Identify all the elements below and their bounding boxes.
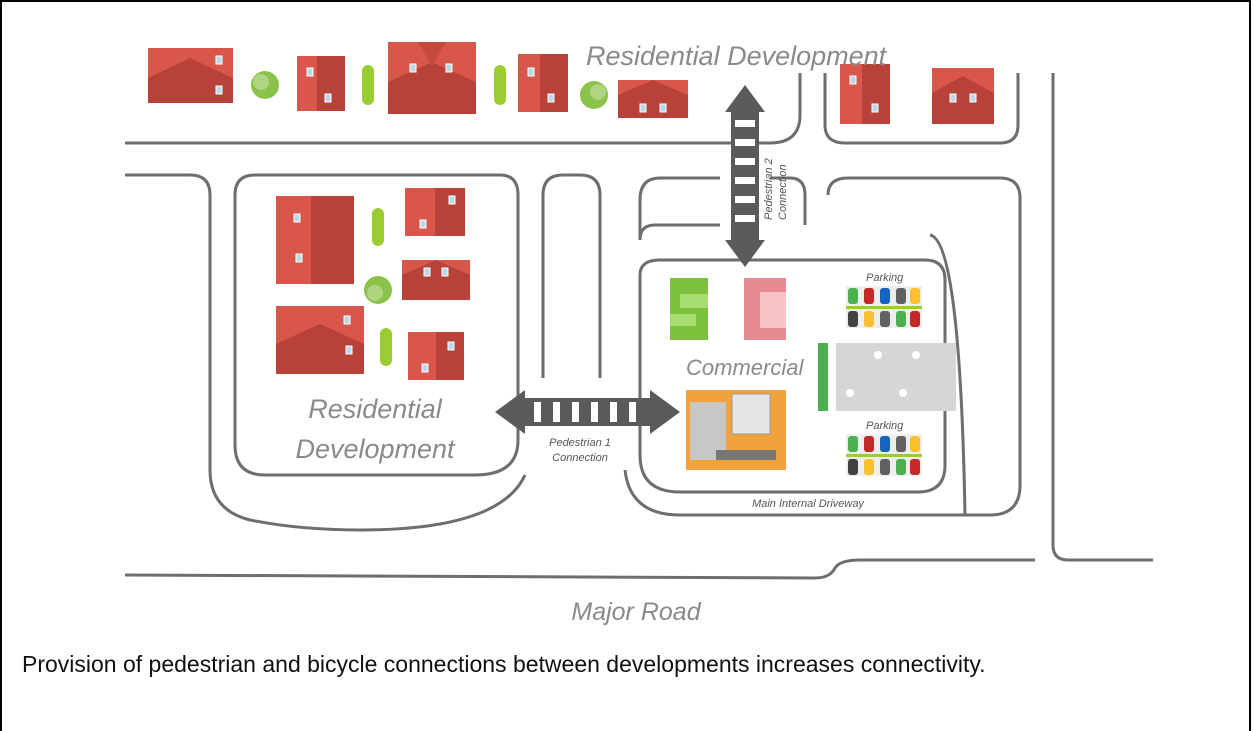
house: [276, 306, 364, 374]
label-pedestrian-1-line2: Connection: [552, 452, 608, 464]
label-pedestrian-2-line1: Pedestrian 2: [763, 158, 775, 220]
commercial-building-green: [670, 278, 708, 340]
label-parking-top: Parking: [866, 272, 904, 284]
pedestrian-1-crossing: [495, 390, 680, 434]
house: [408, 332, 464, 380]
pedestrian-2-crossing: [725, 85, 765, 267]
top-road-edge: [125, 73, 802, 145]
parking-lot-bottom: [846, 434, 922, 476]
label-residential-left-1: Residential: [308, 394, 443, 424]
label-main-driveway: Main Internal Driveway: [752, 498, 865, 510]
label-major-road: Major Road: [571, 598, 701, 626]
houses-top-row: [148, 42, 994, 124]
major-road-edge: [124, 558, 1035, 580]
middle-road-left: [541, 173, 602, 378]
right-driveway: [623, 176, 1022, 517]
label-residential-left-2: Development: [295, 434, 456, 464]
label-residential-top: Residential Development: [586, 41, 888, 71]
label-parking-bottom: Parking: [866, 420, 904, 432]
commercial-buildings: [670, 278, 956, 470]
site-plan-diagram: Residential Development Residential Deve…: [124, 41, 1153, 626]
commercial-building-pink: [744, 278, 786, 340]
label-pedestrian-1-line1: Pedestrian 1: [549, 437, 611, 449]
hedge: [380, 328, 392, 366]
houses-left-block: [276, 188, 470, 380]
house: [388, 42, 476, 114]
commercial-upper-block: [638, 176, 807, 241]
tree: [580, 81, 608, 109]
label-pedestrian-2-line2: Connection: [777, 164, 789, 220]
top-right-block: [823, 73, 1020, 145]
top-right-road-edge: [1051, 73, 1153, 562]
house: [932, 68, 994, 124]
house: [618, 80, 688, 118]
house: [402, 260, 470, 300]
left-road-edge: [125, 173, 527, 532]
outer-loop: [929, 233, 967, 516]
commercial-building-grey: [818, 343, 956, 411]
parking-lot-top: [846, 286, 922, 328]
house: [405, 188, 465, 236]
figure-caption: Provision of pedestrian and bicycle conn…: [22, 651, 986, 677]
house: [297, 56, 345, 111]
commercial-block: [638, 258, 947, 494]
house: [276, 196, 354, 284]
tree: [364, 276, 392, 304]
left-block: [233, 173, 520, 477]
commercial-building-orange: [686, 390, 786, 470]
house: [518, 54, 568, 112]
hedge: [372, 208, 384, 246]
hedge: [362, 65, 374, 105]
label-commercial: Commercial: [686, 355, 804, 380]
house: [840, 64, 890, 124]
hedge: [494, 65, 506, 105]
tree: [251, 71, 279, 99]
house: [148, 48, 233, 103]
road-network: [124, 73, 1153, 580]
